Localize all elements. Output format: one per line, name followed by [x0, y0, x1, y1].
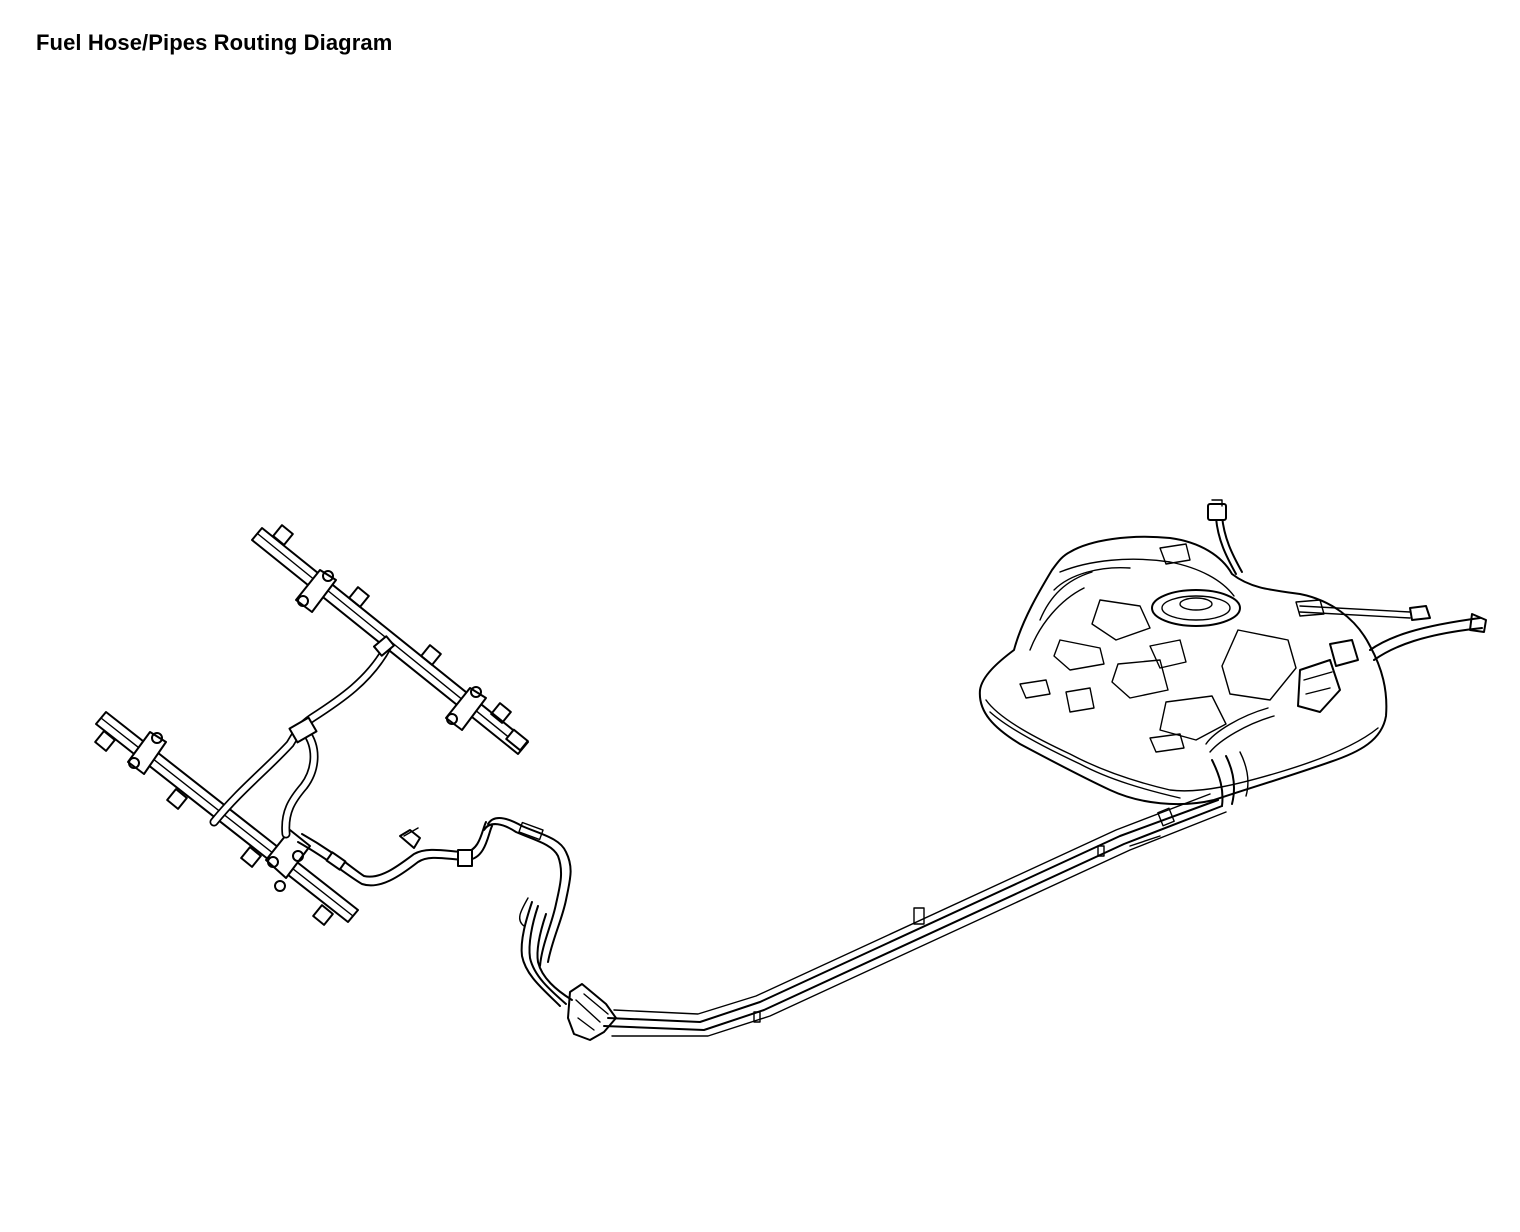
page-title: Fuel Hose/Pipes Routing Diagram: [36, 30, 393, 55]
filler-neck: [1299, 605, 1487, 661]
crossover-pipe: [209, 635, 395, 839]
fuel-pipe-bundle: [483, 793, 1227, 1041]
fuel-feed-hose: [297, 821, 493, 887]
fuel-tank: [978, 499, 1388, 807]
fuel-rail-lower: [94, 711, 359, 926]
